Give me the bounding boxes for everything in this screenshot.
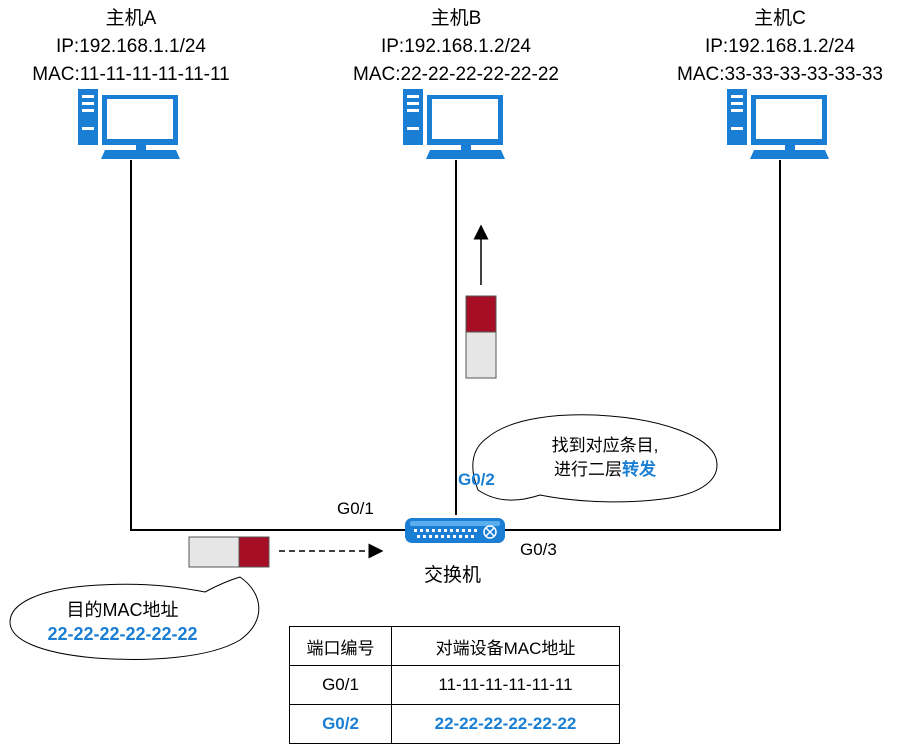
switch-icon: [405, 518, 505, 543]
callout-dest-line1: 目的MAC地址: [66, 600, 179, 620]
callout-dest-mac-text: 目的MAC地址 22-22-22-22-22-22: [15, 598, 230, 646]
table-cell-port: G0/2: [289, 704, 392, 744]
switch-label: 交换机: [424, 565, 482, 586]
computer-icon-host-c: [727, 89, 829, 159]
callout-forward-emphasis: 转发: [622, 460, 656, 479]
table-row: G0/1 11-11-11-11-11-11: [289, 665, 620, 705]
cable-host-c: [505, 160, 781, 531]
host-a-name: 主机A: [105, 8, 157, 29]
host-c-label: 主机C IP:192.168.1.2/24 MAC:33-33-33-33-33…: [649, 5, 911, 89]
callout-forward-text: 找到对应条目, 进行二层转发: [520, 434, 690, 482]
host-c-name: 主机C: [754, 8, 806, 29]
port-label-g01: G0/1: [337, 499, 374, 518]
table-header-mac: 对端设备MAC地址: [391, 626, 620, 666]
table-cell-port: G0/1: [289, 665, 392, 705]
table-header-row: 端口编号 对端设备MAC地址: [289, 626, 620, 666]
host-a-mac: MAC:11-11-11-11-11-11: [32, 64, 230, 85]
callout-forward-line2: 进行二层转发: [520, 458, 690, 482]
host-a-label: 主机A IP:192.168.1.1/24 MAC:11-11-11-11-11…: [0, 5, 262, 89]
frame-vertical: [465, 295, 497, 379]
mac-address-table: 端口编号 对端设备MAC地址 G0/1 11-11-11-11-11-11 G0…: [289, 626, 620, 744]
cable-host-a: [130, 160, 410, 531]
callout-forward-prefix: 进行二层: [554, 460, 622, 479]
host-b-name: 主机B: [430, 8, 482, 29]
table-header-port: 端口编号: [289, 626, 392, 666]
frame-horizontal: [188, 536, 270, 568]
callout-bubble-forward: [472, 414, 718, 503]
table-row-active: G0/2 22-22-22-22-22-22: [289, 704, 620, 744]
callout-forward-line1: 找到对应条目,: [551, 436, 659, 455]
callout-bubble-dest-mac: [9, 576, 260, 660]
port-label-g02: G0/2: [458, 470, 495, 489]
host-b-ip: IP:192.168.1.2/24: [380, 36, 531, 57]
computer-icon-host-b: [403, 89, 505, 159]
host-b-label: 主机B IP:192.168.1.2/24 MAC:22-22-22-22-22…: [325, 5, 587, 89]
host-b-mac: MAC:22-22-22-22-22-22: [353, 64, 559, 85]
table-cell-mac: 22-22-22-22-22-22: [391, 704, 620, 744]
host-c-ip: IP:192.168.1.2/24: [704, 36, 855, 57]
host-a-ip: IP:192.168.1.1/24: [55, 36, 206, 57]
port-label-g03: G0/3: [520, 540, 557, 559]
computer-icon-host-a: [78, 89, 180, 159]
table-cell-mac: 11-11-11-11-11-11: [391, 665, 620, 705]
host-c-mac: MAC:33-33-33-33-33-33: [677, 64, 883, 85]
callout-dest-line2: 22-22-22-22-22-22: [47, 624, 198, 644]
